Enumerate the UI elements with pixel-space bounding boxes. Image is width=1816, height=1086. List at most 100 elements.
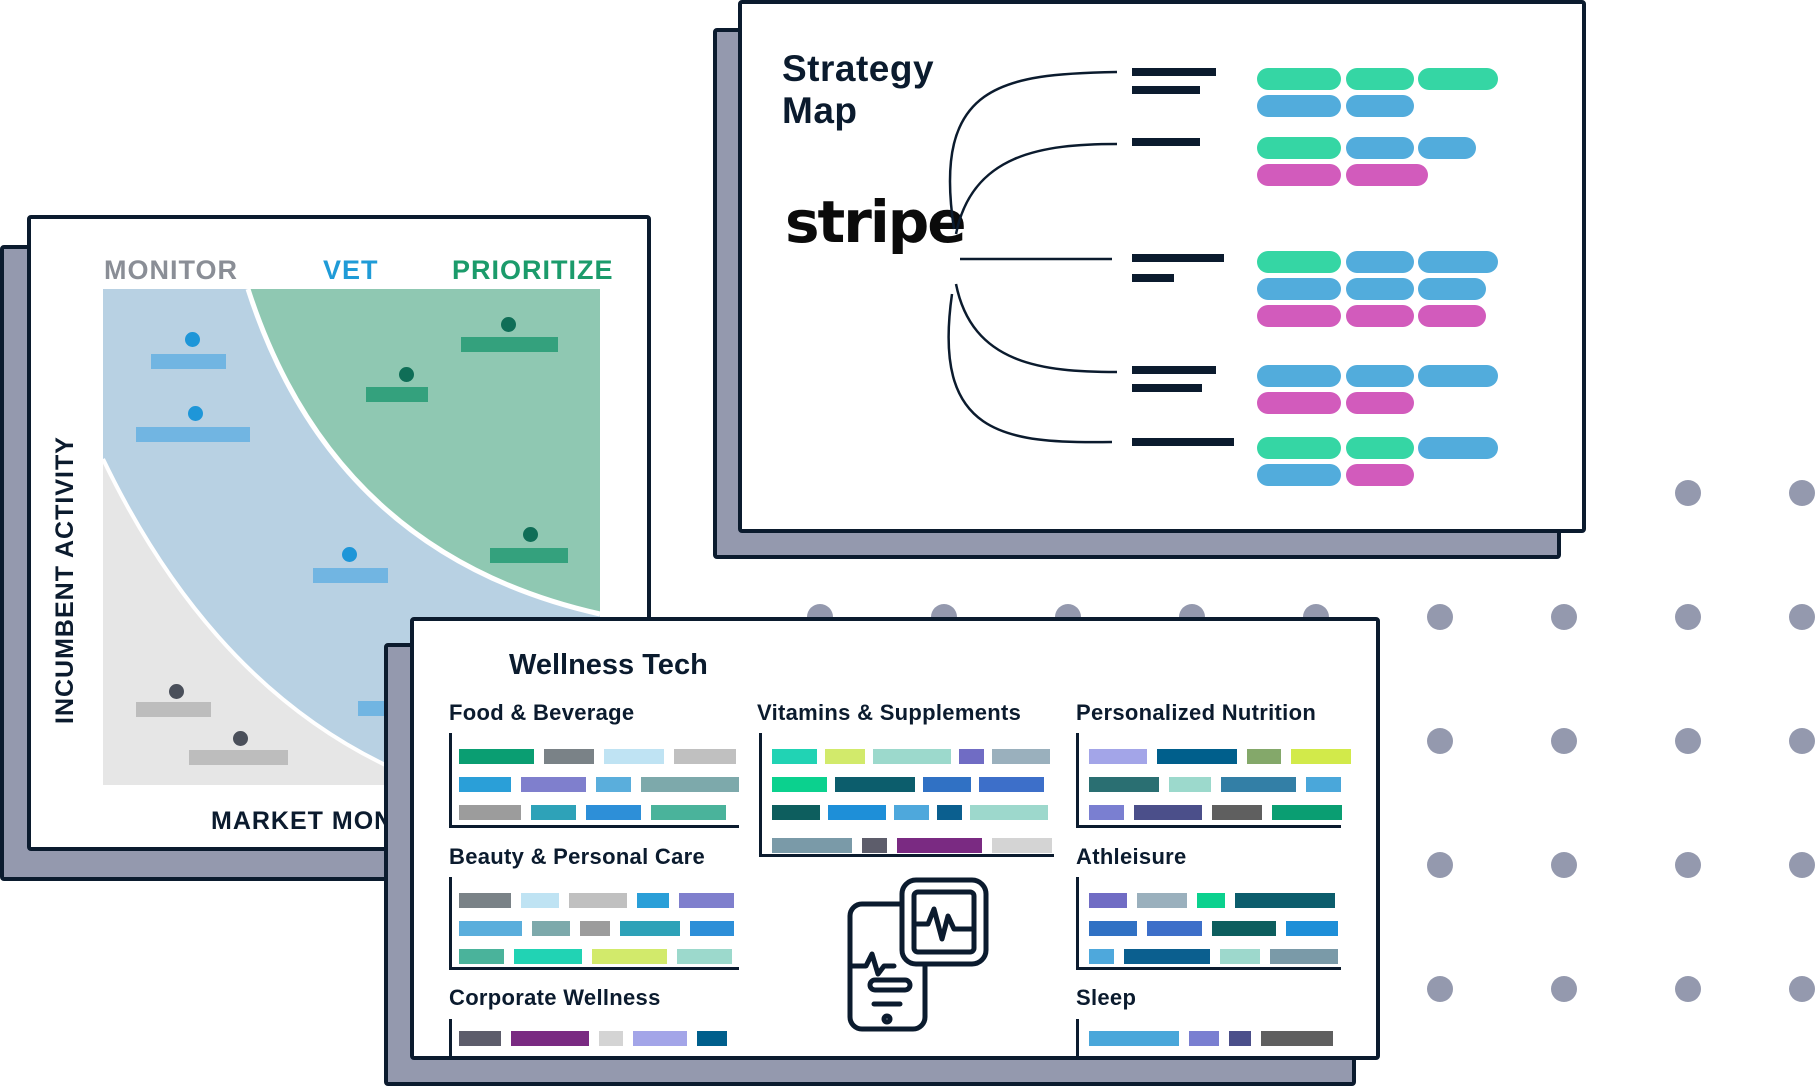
- company-block: [1293, 1057, 1333, 1060]
- company-block: [674, 749, 736, 764]
- tag-pill: [1346, 365, 1414, 387]
- company-block: [1089, 1057, 1119, 1060]
- company-block: [1089, 1031, 1179, 1046]
- company-block: [637, 893, 669, 908]
- company-block: [1247, 749, 1281, 764]
- company-block: [1129, 1057, 1201, 1060]
- tag-pill: [1257, 464, 1341, 486]
- branch-label-line: [1132, 274, 1174, 282]
- company-block: [580, 921, 610, 936]
- x-axis-label: MARKET MON: [211, 807, 394, 835]
- matrix-label-bar: [461, 337, 558, 352]
- wellness-title: Wellness Tech: [509, 649, 708, 681]
- company-block: [459, 805, 521, 820]
- company-block: [690, 921, 734, 936]
- branch-label-line: [1132, 68, 1216, 76]
- branch-label-line: [1132, 384, 1202, 392]
- pattern-dot: [1427, 976, 1453, 1002]
- company-block: [970, 805, 1048, 820]
- strategy-card: Strategy Map stripe: [738, 0, 1586, 533]
- company-block: [979, 777, 1044, 792]
- company-block: [1270, 949, 1338, 964]
- company-block: [645, 1057, 663, 1060]
- company-block: [1089, 921, 1137, 936]
- pattern-dot: [1427, 852, 1453, 878]
- pattern-dot: [1427, 728, 1453, 754]
- company-block: [992, 838, 1052, 853]
- column-vet: VET: [323, 255, 379, 285]
- tag-pill: [1418, 68, 1498, 90]
- company-block: [633, 1031, 687, 1046]
- tag-pill: [1346, 278, 1414, 300]
- tag-pill: [1257, 137, 1341, 159]
- company-block: [1306, 777, 1341, 792]
- tag-pill: [1418, 365, 1498, 387]
- company-block: [1089, 777, 1159, 792]
- category-bracket: [759, 733, 1054, 857]
- company-block: [679, 893, 734, 908]
- company-block: [1286, 921, 1338, 936]
- mobile-health-monitor-icon: [847, 877, 989, 1032]
- company-block: [873, 749, 951, 764]
- company-block: [459, 949, 504, 964]
- matrix-point: [501, 317, 516, 332]
- tag-pill: [1418, 251, 1498, 273]
- pattern-dot: [1551, 728, 1577, 754]
- company-block: [1137, 893, 1187, 908]
- matrix-label-bar: [490, 548, 568, 563]
- company-block: [1211, 1057, 1283, 1060]
- company-block: [1089, 749, 1147, 764]
- category-bracket: [1076, 733, 1341, 828]
- company-block: [1291, 749, 1351, 764]
- tag-pill: [1257, 278, 1341, 300]
- column-monitor: MONITOR: [104, 255, 238, 285]
- company-block: [1197, 893, 1225, 908]
- company-block: [1089, 805, 1124, 820]
- company-block: [592, 949, 667, 964]
- category-beauty-personal-care: Beauty & Personal Care: [449, 844, 706, 869]
- company-block: [569, 893, 627, 908]
- company-block: [825, 749, 865, 764]
- pattern-dot: [1789, 852, 1815, 878]
- company-block: [459, 1057, 491, 1060]
- company-block: [772, 777, 827, 792]
- matrix-point: [523, 527, 538, 542]
- pattern-dot: [1789, 604, 1815, 630]
- pattern-dot: [1789, 480, 1815, 506]
- matrix-point: [169, 684, 184, 699]
- company-block: [532, 921, 570, 936]
- company-block: [1220, 949, 1260, 964]
- company-block: [1212, 921, 1276, 936]
- tag-pill: [1346, 251, 1414, 273]
- company-block: [1089, 949, 1114, 964]
- category-corporate-wellness: Corporate Wellness: [449, 985, 661, 1010]
- company-block: [1272, 805, 1342, 820]
- pattern-dot: [1675, 976, 1701, 1002]
- tag-pill: [1257, 392, 1341, 414]
- branch-label-line: [1132, 138, 1200, 146]
- company-block: [459, 777, 511, 792]
- tag-pill: [1346, 437, 1414, 459]
- branch-label-line: [1132, 254, 1224, 262]
- company-block: [511, 1031, 589, 1046]
- tag-pill: [1346, 164, 1428, 186]
- pattern-dot: [1675, 852, 1701, 878]
- tag-pill: [1418, 137, 1476, 159]
- company-block: [521, 893, 559, 908]
- company-block: [459, 893, 511, 908]
- tag-pill: [1257, 251, 1341, 273]
- company-block: [1169, 777, 1211, 792]
- category-bracket: [1076, 1019, 1341, 1056]
- category-vitamins-supplements: Vitamins & Supplements: [757, 700, 1022, 725]
- branch-label-line: [1132, 86, 1200, 94]
- company-block: [1089, 893, 1127, 908]
- pattern-dot: [1551, 604, 1577, 630]
- tag-pill: [1257, 437, 1341, 459]
- company-block: [862, 838, 887, 853]
- company-block: [531, 805, 576, 820]
- matrix-label-bar: [136, 427, 250, 442]
- company-block: [1124, 949, 1210, 964]
- company-block: [641, 777, 739, 792]
- company-block: [897, 838, 982, 853]
- branch-label-line: [1132, 366, 1216, 374]
